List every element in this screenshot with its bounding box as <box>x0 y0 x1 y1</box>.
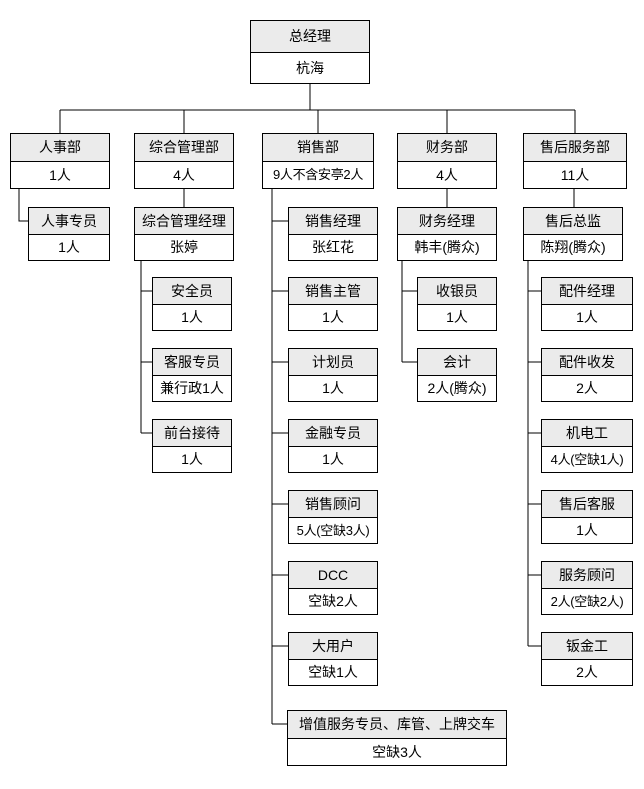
node-value: 2人(空缺2人) <box>550 593 624 609</box>
node-receptionist: 前台接待 1人 <box>152 419 232 473</box>
node-value: 1人 <box>322 309 344 326</box>
node-value: 空缺2人 <box>308 593 358 610</box>
node-title: 售后客服 <box>542 491 632 518</box>
node-mechanic: 机电工 4人(空缺1人) <box>541 419 633 473</box>
node-title: 前台接待 <box>153 420 231 447</box>
node-value: 兼行政1人 <box>160 380 224 397</box>
node-value: 1人 <box>322 380 344 397</box>
node-title: 计划员 <box>289 349 377 376</box>
node-title: 综合管理部 <box>135 134 233 162</box>
node-value: 11人 <box>560 166 590 183</box>
node-dcc: DCC 空缺2人 <box>288 561 378 615</box>
node-admin-dept: 综合管理部 4人 <box>134 133 234 189</box>
node-title: 销售经理 <box>289 208 377 235</box>
node-sales-dept: 销售部 9人不含安亭2人 <box>262 133 374 189</box>
node-value: 4人 <box>173 166 195 183</box>
node-sales-manager: 销售经理 张红花 <box>288 207 378 261</box>
node-cashier: 收银员 1人 <box>417 277 497 331</box>
node-finance-manager: 财务经理 韩丰(腾众) <box>397 207 497 261</box>
node-title: 财务部 <box>398 134 496 162</box>
node-value: 1人 <box>322 451 344 468</box>
node-service-advisor: 服务顾问 2人(空缺2人) <box>541 561 633 615</box>
connector-hr-elbow <box>18 189 28 222</box>
node-value: 1人 <box>181 309 203 326</box>
node-title: 服务顾问 <box>542 562 632 589</box>
node-title: 售后服务部 <box>524 134 626 162</box>
node-value: 空缺3人 <box>372 743 422 760</box>
node-title: 销售顾问 <box>289 491 377 518</box>
node-value: 1人 <box>576 309 598 326</box>
node-value: 空缺1人 <box>308 664 358 681</box>
node-title: 人事部 <box>11 134 109 162</box>
node-sales-supervisor: 销售主管 1人 <box>288 277 378 331</box>
node-sales-consultant: 销售顾问 5人(空缺3人) <box>288 490 378 544</box>
node-value: 4人 <box>436 166 458 183</box>
node-hr-specialist: 人事专员 1人 <box>28 207 110 261</box>
node-value: 9人不含安亭2人 <box>272 167 364 183</box>
node-title: 金融专员 <box>289 420 377 447</box>
node-hr-dept: 人事部 1人 <box>10 133 110 189</box>
node-after-sales-dept: 售后服务部 11人 <box>523 133 627 189</box>
node-value: 1人 <box>181 451 203 468</box>
node-value: 1人 <box>58 239 80 256</box>
node-accountant: 会计 2人(腾众) <box>417 348 497 402</box>
node-safety-officer: 安全员 1人 <box>152 277 232 331</box>
node-title: DCC <box>289 562 377 589</box>
node-customer-service-specialist: 客服专员 兼行政1人 <box>152 348 232 402</box>
node-value: 4人(空缺1人) <box>550 451 624 467</box>
node-title: 钣金工 <box>542 633 632 660</box>
node-title: 销售主管 <box>289 278 377 305</box>
node-parts-clerk: 配件收发 2人 <box>541 348 633 402</box>
node-value: 5人(空缺3人) <box>296 522 370 538</box>
node-value: 2人 <box>576 664 598 681</box>
node-after-sales-customer-service: 售后客服 1人 <box>541 490 633 544</box>
node-panel-beater: 钣金工 2人 <box>541 632 633 686</box>
node-admin-manager: 综合管理经理 张婷 <box>134 207 234 261</box>
node-title: 大用户 <box>289 633 377 660</box>
node-planner: 计划员 1人 <box>288 348 378 402</box>
node-title: 收银员 <box>418 278 496 305</box>
node-finance-dept: 财务部 4人 <box>397 133 497 189</box>
node-value: 1人 <box>446 309 468 326</box>
node-value-added-services: 增值服务专员、库管、上牌交车 空缺3人 <box>287 710 507 766</box>
node-title: 安全员 <box>153 278 231 305</box>
node-parts-manager: 配件经理 1人 <box>541 277 633 331</box>
node-title: 销售部 <box>263 134 373 162</box>
node-value: 2人(腾众) <box>427 380 487 397</box>
node-title: 综合管理经理 <box>135 208 233 235</box>
node-finance-specialist: 金融专员 1人 <box>288 419 378 473</box>
node-title: 配件收发 <box>542 349 632 376</box>
node-key-account: 大用户 空缺1人 <box>288 632 378 686</box>
node-value: 1人 <box>49 166 71 183</box>
node-general-manager: 总经理 杭海 <box>250 20 370 84</box>
node-value: 张婷 <box>170 239 198 256</box>
node-title: 人事专员 <box>29 208 109 235</box>
node-after-sales-director: 售后总监 陈翔(腾众) <box>523 207 623 261</box>
node-title: 增值服务专员、库管、上牌交车 <box>288 711 506 739</box>
node-title: 机电工 <box>542 420 632 447</box>
node-value: 韩丰(腾众) <box>414 239 480 256</box>
node-value: 陈翔(腾众) <box>540 239 606 256</box>
node-title: 客服专员 <box>153 349 231 376</box>
node-value: 张红花 <box>312 239 354 256</box>
node-title: 售后总监 <box>524 208 622 235</box>
node-title: 会计 <box>418 349 496 376</box>
node-value: 1人 <box>576 522 598 539</box>
node-value: 杭海 <box>296 59 324 76</box>
node-value: 2人 <box>576 380 598 397</box>
node-title: 配件经理 <box>542 278 632 305</box>
node-title: 财务经理 <box>398 208 496 235</box>
node-title: 总经理 <box>251 21 369 53</box>
